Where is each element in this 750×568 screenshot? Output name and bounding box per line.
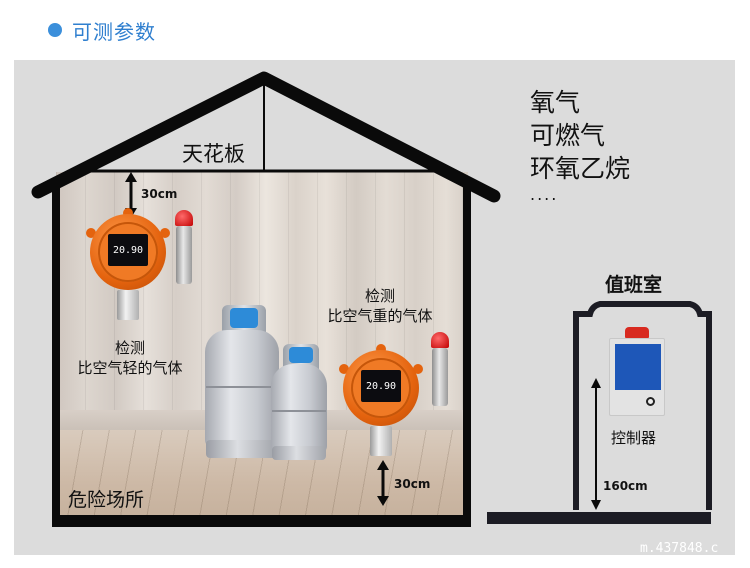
gas-item: 氧气 <box>530 88 581 117</box>
ceiling-label: 天花板 <box>182 142 245 166</box>
floor-distance-arrow <box>377 460 389 506</box>
alarm-light-icon <box>175 210 193 226</box>
hazard-area-label: 危险场所 <box>68 489 145 511</box>
gas-item: 环氧乙烷 <box>530 154 631 183</box>
duty-room-title: 值班室 <box>605 274 663 296</box>
section-header: 可测参数 <box>48 14 156 46</box>
floor-distance-label: 30cm <box>394 477 431 491</box>
measurable-gas-list: 氧气 可燃气 环氧乙烷 .... <box>530 86 630 205</box>
mount-height-label: 160cm <box>603 479 648 493</box>
detector-display: 20.90 <box>108 234 148 266</box>
bullet-icon <box>48 23 62 37</box>
gas-item-more: .... <box>530 185 559 204</box>
watermark: m.437848.c <box>640 541 719 556</box>
alarm-light-icon <box>431 332 449 348</box>
controller-knob-icon <box>646 397 655 406</box>
gas-item: 可燃气 <box>530 121 606 150</box>
mount-height-arrow <box>591 378 601 510</box>
detector-display: 20.90 <box>361 370 401 402</box>
controller-screen <box>615 344 661 390</box>
left-wall <box>52 185 60 525</box>
house-floor-line <box>52 515 471 527</box>
heavy-gas-caption: 检测 比空气重的气体 <box>327 287 433 325</box>
controller-unit <box>609 338 665 416</box>
duty-room-floor <box>487 512 711 524</box>
right-wall <box>463 185 471 525</box>
alarm-light-body <box>176 226 192 284</box>
controller-alarm-icon <box>625 327 649 338</box>
sensor-head <box>370 426 392 456</box>
alarm-light-body <box>432 348 448 406</box>
section-title: 可测参数 <box>72 19 156 44</box>
sensor-head <box>117 290 139 320</box>
controller-label: 控制器 <box>611 429 657 447</box>
light-gas-caption: 检测 比空气轻的气体 <box>77 339 183 377</box>
ceiling-distance-label: 30cm <box>141 187 178 201</box>
